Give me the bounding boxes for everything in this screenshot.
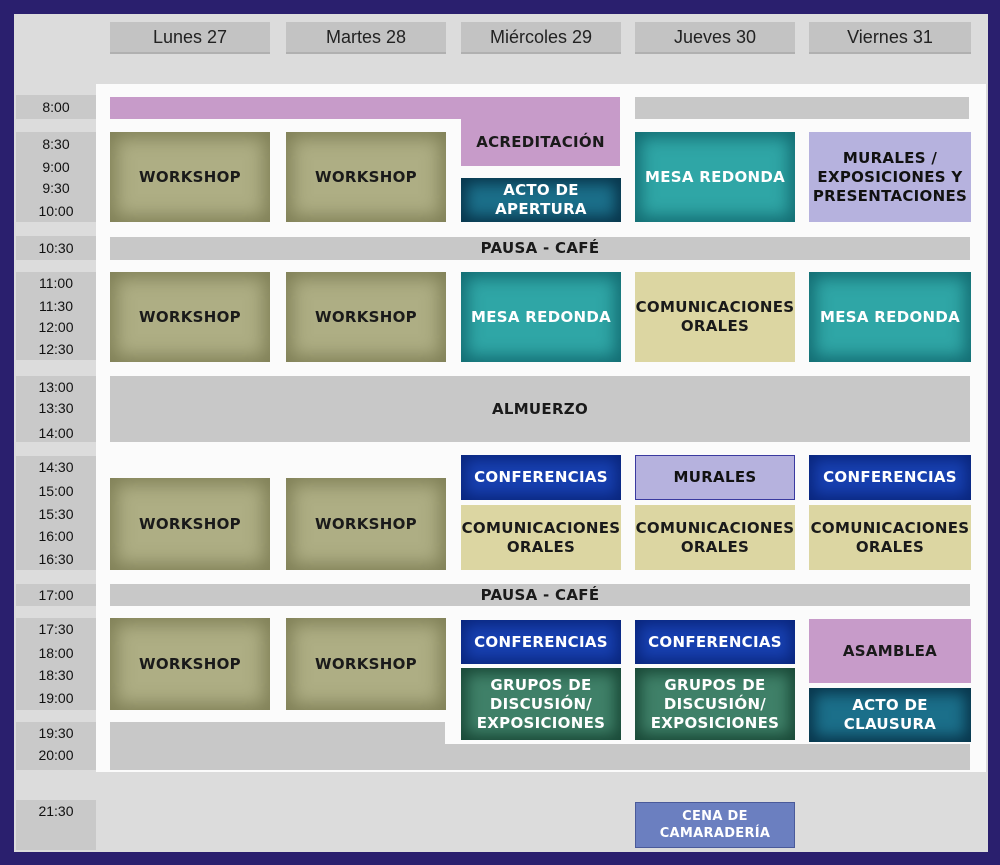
time-label: 18:00	[38, 645, 74, 661]
time-label: 9:00	[42, 159, 70, 175]
time-label: 8:00	[42, 99, 70, 115]
time-label: 13:30	[38, 400, 74, 416]
time-label: 16:00	[38, 528, 74, 544]
event-workshop: WORKSHOP	[110, 272, 270, 362]
event-almuerzo: ALMUERZO	[110, 376, 970, 442]
event-mesa-redonda: MESA REDONDA	[809, 272, 971, 362]
event-cena-camaraderia: CENA DE CAMARADERÍA	[635, 802, 795, 848]
event-mesa-redonda: MESA REDONDA	[461, 272, 621, 362]
time-block-bg	[16, 800, 96, 850]
time-block-bg	[16, 722, 96, 770]
event-block-acreditacion-bar	[110, 97, 620, 119]
time-label: 11:30	[39, 298, 73, 314]
time-label: 12:00	[38, 319, 74, 335]
day-header-viernes: Viernes 31	[809, 22, 971, 54]
time-label: 17:00	[38, 587, 74, 603]
time-label: 10:30	[38, 240, 74, 256]
event-conferencias: CONFERENCIAS	[809, 455, 971, 500]
time-label: 9:30	[42, 180, 70, 196]
event-acreditacion: ACREDITACIÓN	[461, 119, 620, 166]
event-mesa-redonda: MESA REDONDA	[635, 132, 795, 222]
event-pausa-cafe: PAUSA - CAFÉ	[110, 584, 970, 606]
time-label: 16:30	[38, 551, 74, 567]
event-acto-apertura: ACTO DE APERTURA	[461, 178, 621, 222]
time-label: 14:00	[38, 425, 74, 441]
event-workshop: WORKSHOP	[286, 618, 446, 710]
event-grupos-discusion: GRUPOS DE DISCUSIÓN/ EXPOSICIONES	[635, 668, 795, 740]
time-label: 17:30	[38, 621, 74, 637]
event-comunicaciones-orales: COMUNICACIONES ORALES	[461, 505, 621, 570]
event-workshop: WORKSHOP	[110, 478, 270, 570]
event-conferencias: CONFERENCIAS	[461, 455, 621, 500]
time-block-bg	[16, 584, 96, 606]
event-grupos-discusion: GRUPOS DE DISCUSIÓN/ EXPOSICIONES	[461, 668, 621, 740]
day-header-lunes: Lunes 27	[110, 22, 270, 54]
time-label: 21:30	[38, 803, 74, 819]
time-label: 10:00	[38, 203, 74, 219]
event-murales: MURALES	[635, 455, 795, 500]
event-conferencias: CONFERENCIAS	[635, 620, 795, 664]
time-block-bg	[16, 132, 96, 222]
event-workshop: WORKSHOP	[110, 132, 270, 222]
time-block-bg	[16, 95, 96, 119]
time-label: 13:00	[38, 379, 74, 395]
time-label: 18:30	[38, 667, 74, 683]
event-comunicaciones-orales: COMUNICACIONES ORALES	[635, 505, 795, 570]
day-header-miercoles: Miércoles 29	[461, 22, 621, 54]
event-block-empty	[110, 722, 445, 770]
event-workshop: WORKSHOP	[286, 272, 446, 362]
event-block-empty	[445, 744, 970, 770]
time-block-bg	[16, 456, 96, 570]
time-label: 12:30	[38, 341, 74, 357]
event-workshop: WORKSHOP	[286, 478, 446, 570]
time-label: 15:30	[38, 506, 74, 522]
event-acto-clausura: ACTO DE CLAUSURA	[809, 688, 971, 742]
time-label: 19:00	[38, 690, 74, 706]
event-comunicaciones-orales: COMUNICACIONES ORALES	[809, 505, 971, 570]
time-label: 14:30	[38, 459, 74, 475]
event-conferencias: CONFERENCIAS	[461, 620, 621, 664]
event-workshop: WORKSHOP	[110, 618, 270, 710]
time-label: 19:30	[38, 725, 74, 741]
time-label: 15:00	[38, 483, 74, 499]
event-comunicaciones-orales: COMUNICACIONES ORALES	[635, 272, 795, 362]
event-block-empty	[635, 97, 969, 119]
time-block-bg	[16, 272, 96, 360]
event-asamblea: ASAMBLEA	[809, 619, 971, 683]
event-workshop: WORKSHOP	[286, 132, 446, 222]
time-block-bg	[16, 618, 96, 710]
day-header-martes: Martes 28	[286, 22, 446, 54]
time-label: 11:00	[39, 275, 73, 291]
time-label: 8:30	[42, 136, 70, 152]
event-murales-exposiciones: MURALES / EXPOSICIONES Y PRESENTACIONES	[809, 132, 971, 222]
time-block-bg	[16, 376, 96, 442]
time-block-bg	[16, 236, 96, 260]
time-label: 20:00	[38, 747, 74, 763]
event-pausa-cafe: PAUSA - CAFÉ	[110, 237, 970, 260]
day-header-jueves: Jueves 30	[635, 22, 795, 54]
